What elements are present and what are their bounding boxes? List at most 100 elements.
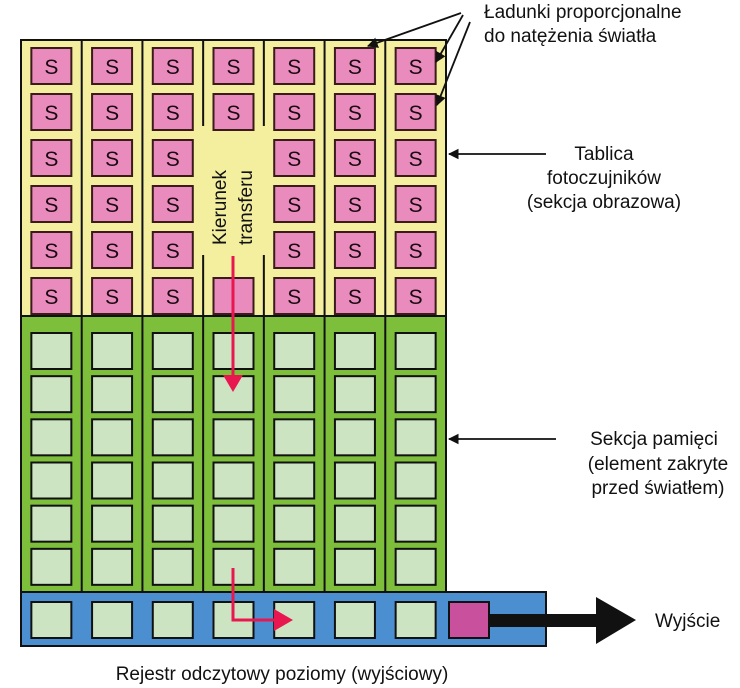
cell-label-s: S (166, 194, 180, 217)
memory-cell (30, 375, 73, 414)
cell-label-s: S (409, 286, 423, 309)
photosensor-cell: S (30, 93, 73, 131)
cell-label-s: S (105, 148, 119, 171)
cell-label-s: S (105, 56, 119, 79)
cell-label-s: S (348, 240, 362, 263)
cell-label-s: S (409, 240, 423, 263)
cell-label-s: S (44, 286, 58, 309)
cell-label-s: S (287, 286, 301, 309)
memory-cell (151, 547, 194, 586)
memory-cell (394, 461, 437, 500)
memory-cell (273, 461, 316, 500)
photosensor-cell: S (30, 277, 73, 315)
memory-cell (273, 332, 316, 370)
cell-label-s: S (105, 240, 119, 263)
memory-cell (212, 504, 255, 543)
output-label: Wyjście (655, 611, 720, 632)
cell-label-s: S (44, 56, 58, 79)
cell-label-s: S (287, 194, 301, 217)
photosensor-cell: S (394, 231, 437, 269)
photosensor-cell: S (273, 231, 316, 269)
cell-label-s: S (44, 194, 58, 217)
memory-cell (151, 418, 194, 457)
photosensor-cell: S (333, 277, 376, 315)
charges-label: Ładunki proporcjonalne do natężenia świa… (484, 2, 682, 47)
cell-label-s: S (348, 286, 362, 309)
memory-cell (333, 461, 376, 500)
memory-section-label-line-3: przed światłem) (591, 478, 724, 499)
cell-label-s: S (105, 286, 119, 309)
photosensor-cell: S (333, 185, 376, 223)
charges-pointer-arrows (366, 12, 471, 107)
arrow-head-right-icon (274, 609, 293, 631)
transfer-label-line-2: transferu (236, 170, 257, 245)
photosensor-cell: S (273, 93, 316, 131)
memory-cell (273, 375, 316, 414)
photosensor-cell: S (333, 47, 376, 85)
memory-cell (394, 547, 437, 586)
cell-label-s: S (226, 102, 240, 125)
memory-cell (91, 504, 134, 543)
photosensor-cell: S (151, 139, 194, 177)
photosensor-cell: S (91, 231, 134, 269)
cell-label-s: S (226, 56, 240, 79)
image-section-label-line-3: (sekcja obrazowa) (527, 192, 681, 213)
memory-cell (394, 418, 437, 457)
photosensor-cell: S (151, 231, 194, 269)
cell-label-s: S (409, 56, 423, 79)
photosensor-cell: S (91, 185, 134, 223)
cell-label-s: S (348, 148, 362, 171)
photosensor-cell: S (333, 139, 376, 177)
memory-cell (91, 375, 134, 414)
photosensor-cell: S (151, 185, 194, 223)
memory-cell (91, 461, 134, 500)
arrow-head-right-icon (596, 597, 636, 644)
memory-cell (91, 418, 134, 457)
photosensor-cell: S (30, 231, 73, 269)
memory-cell (30, 461, 73, 500)
photosensor-cell: S (30, 185, 73, 223)
cell-label-s: S (105, 194, 119, 217)
photosensor-cell: S (333, 231, 376, 269)
transfer-arrow-horizontal (231, 568, 293, 631)
photosensor-cell: S (394, 93, 437, 131)
memory-section-label-line-1: Sekcja pamięci (590, 429, 718, 450)
photosensor-cell: S (273, 47, 316, 85)
memory-cell (273, 504, 316, 543)
memory-cell (333, 547, 376, 586)
register-cell (30, 601, 73, 639)
photosensor-cell: S (394, 139, 437, 177)
photosensor-cell: S (151, 277, 194, 315)
arrow-head-down-icon (223, 375, 243, 392)
cell-label-s: S (166, 148, 180, 171)
register-label: Rejestr odczytowy poziomy (wyjściowy) (116, 664, 449, 685)
memory-cell (273, 418, 316, 457)
cell-label-s: S (348, 56, 362, 79)
register-cell (91, 601, 134, 639)
cell-label-s: S (44, 148, 58, 171)
cell-label-s: S (287, 102, 301, 125)
memory-cell (30, 332, 73, 370)
output-arrow (488, 597, 636, 644)
memory-section-label: Sekcja pamięci (element zakryte przed św… (588, 429, 728, 499)
memory-cell (151, 375, 194, 414)
photosensor-cell: S (30, 139, 73, 177)
memory-cell (151, 461, 194, 500)
memory-cell (273, 547, 316, 586)
memory-cell (151, 332, 194, 370)
memory-cell (394, 504, 437, 543)
cell-label-s: S (105, 102, 119, 125)
cell-label-s: S (166, 56, 180, 79)
cell-label-s: S (166, 240, 180, 263)
photosensor-cell: S (91, 139, 134, 177)
photosensor-cell: S (212, 47, 255, 85)
cell-label-s: S (409, 148, 423, 171)
photosensor-cell: S (30, 47, 73, 85)
cell-label-s: S (44, 240, 58, 263)
memory-cell (30, 547, 73, 586)
memory-cell (333, 504, 376, 543)
column-dividers (80, 40, 387, 592)
cell-label-s: S (166, 286, 180, 309)
charges-label-line-2: do natężenia światła (484, 26, 657, 47)
cell-label-s: S (287, 56, 301, 79)
